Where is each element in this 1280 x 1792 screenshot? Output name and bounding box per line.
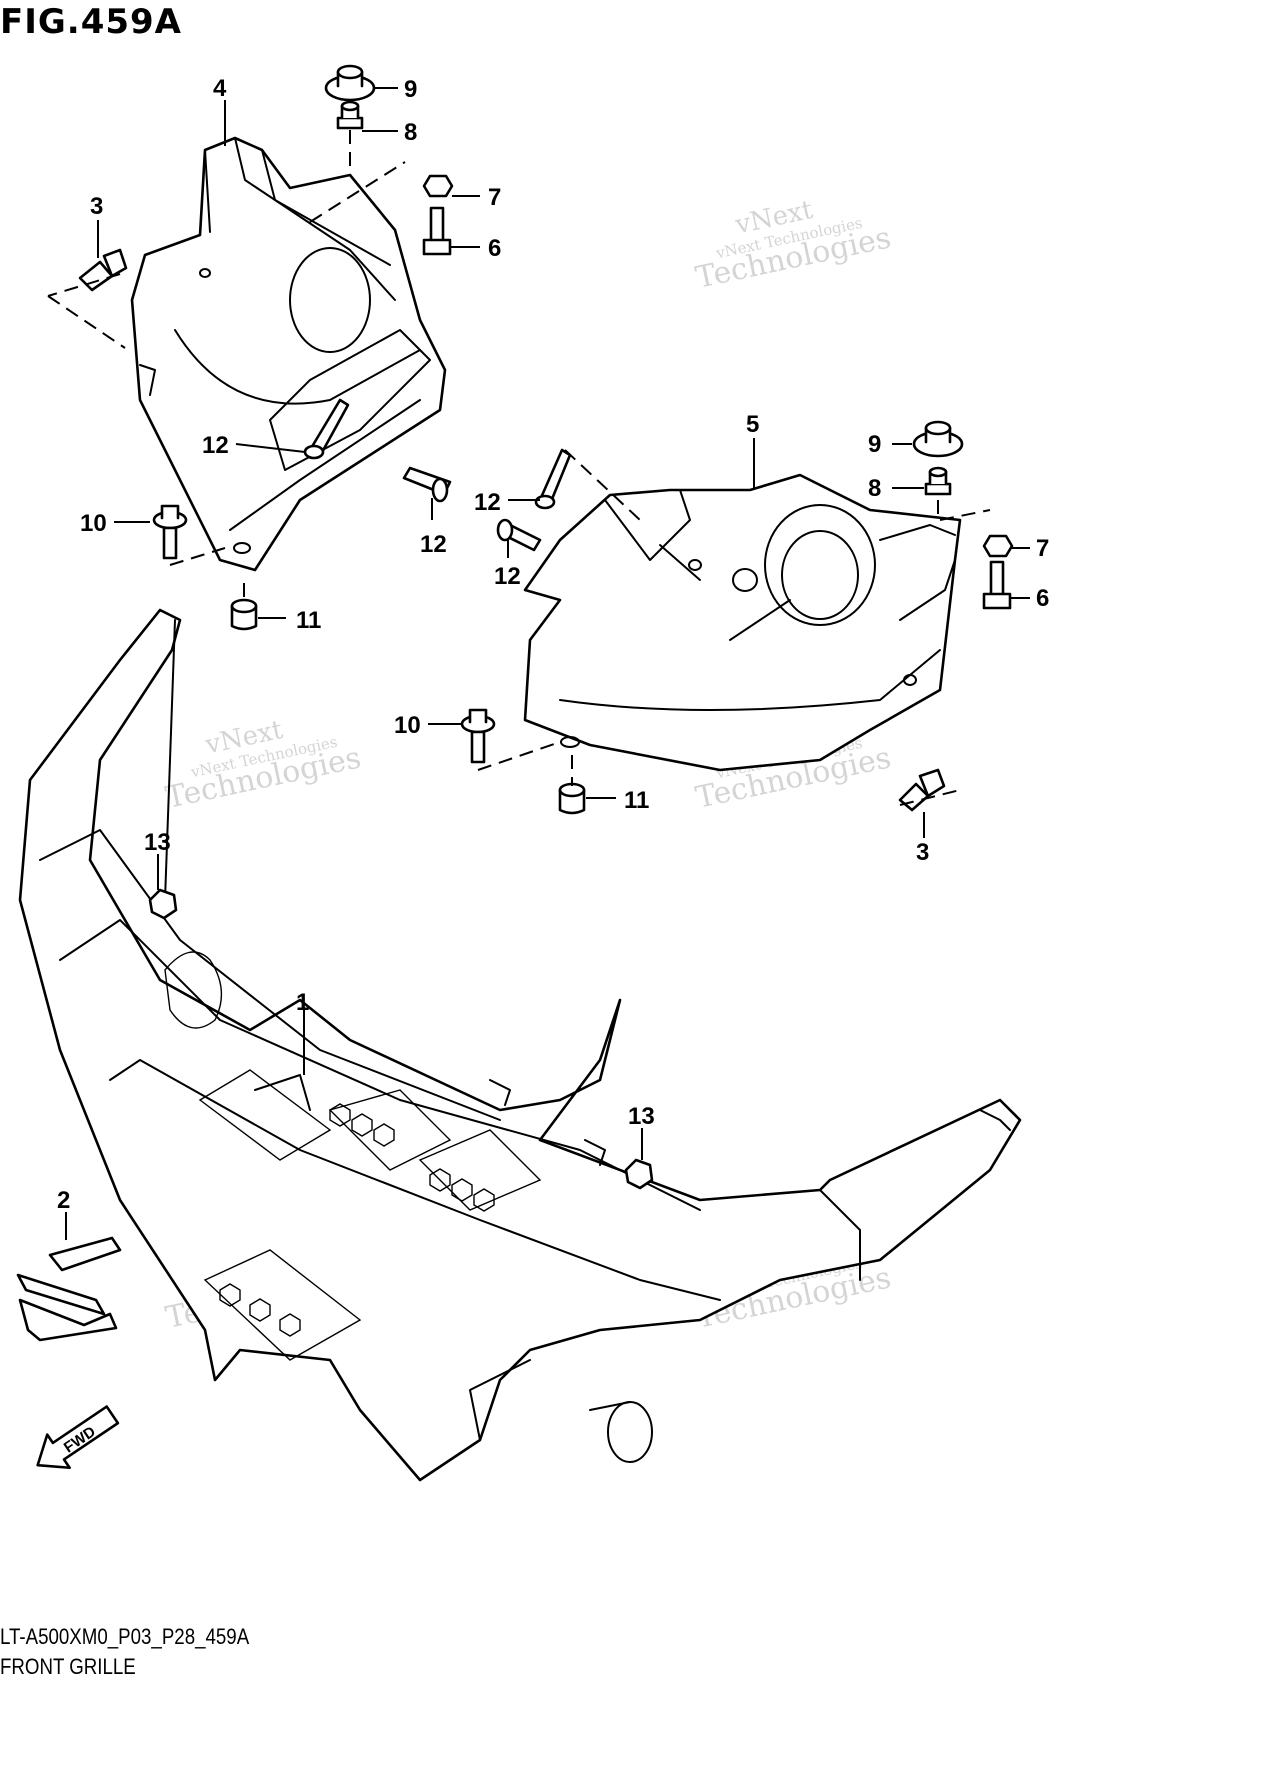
grommet-part-11-lower bbox=[558, 782, 586, 815]
screw-part-12-d bbox=[496, 518, 542, 552]
callout-7-lower: 7 bbox=[1036, 535, 1049, 562]
spacer-part-8-lower bbox=[924, 466, 952, 496]
screw-part-12-c bbox=[534, 448, 572, 510]
nut-part-7-lower bbox=[982, 534, 1014, 558]
callout-9-upper: 9 bbox=[404, 76, 417, 103]
fwd-direction-arrow: FWD bbox=[36, 1405, 120, 1470]
callout-12-c: 12 bbox=[474, 489, 501, 516]
figure-title: FIG.459A bbox=[0, 2, 182, 42]
callout-8-upper: 8 bbox=[404, 119, 417, 146]
callout-5: 5 bbox=[746, 411, 759, 438]
callout-12-d: 12 bbox=[494, 563, 521, 590]
callout-12-a: 12 bbox=[202, 432, 229, 459]
bolt-part-6-upper bbox=[422, 206, 452, 256]
callout-13-upper: 13 bbox=[144, 829, 171, 856]
callout-9-lower: 9 bbox=[868, 431, 881, 458]
watermark-top-right: vNext Technologies vNext Technologies bbox=[693, 195, 894, 296]
callout-1: 1 bbox=[296, 989, 309, 1016]
callout-4: 4 bbox=[213, 75, 227, 102]
bolt-part-6-lower bbox=[982, 560, 1012, 610]
nut-part-7-upper bbox=[422, 174, 454, 198]
suzuki-emblem-part-2 bbox=[16, 1236, 122, 1342]
callout-2: 2 bbox=[57, 1187, 70, 1214]
clip-part-3-lower bbox=[898, 768, 946, 812]
assembly-lines bbox=[47, 130, 991, 806]
bracket-left-part-4 bbox=[130, 136, 447, 572]
spacer-part-8-upper bbox=[336, 100, 364, 130]
honeycomb-mesh bbox=[219, 1103, 495, 1337]
callout-13-lower: 13 bbox=[628, 1103, 655, 1130]
screw-part-12-a bbox=[303, 398, 350, 460]
callout-10-lower: 10 bbox=[394, 712, 421, 739]
front-grille-part-1 bbox=[18, 608, 1022, 1482]
bracket-right-part-5 bbox=[523, 473, 962, 772]
leader-lines bbox=[65, 87, 1030, 1240]
nut-part-9-upper bbox=[324, 64, 376, 102]
nut-part-13-lower bbox=[624, 1158, 654, 1190]
callout-numbers: 1 2 3 3 4 5 6 6 7 7 8 8 9 9 10 10 11 11 … bbox=[57, 75, 1049, 1214]
callout-8-lower: 8 bbox=[868, 475, 881, 502]
diagram-name: FRONT GRILLE bbox=[0, 1654, 136, 1679]
callout-11-lower: 11 bbox=[624, 787, 649, 814]
callout-6-lower: 6 bbox=[1036, 585, 1049, 612]
bolt-part-10-upper bbox=[152, 504, 188, 560]
callout-3-lower: 3 bbox=[916, 839, 929, 866]
callout-7-upper: 7 bbox=[488, 184, 501, 211]
nut-part-9-lower bbox=[912, 420, 964, 458]
watermark-mid-left: vNext Technologies vNext Technologies bbox=[163, 715, 364, 816]
callout-11-upper: 11 bbox=[296, 607, 321, 634]
callout-12-b: 12 bbox=[420, 531, 447, 558]
screw-part-12-b bbox=[402, 466, 452, 503]
callout-10-upper: 10 bbox=[80, 510, 107, 537]
bolt-part-10-lower bbox=[460, 708, 496, 764]
nut-part-13-upper bbox=[148, 888, 178, 920]
callout-6-upper: 6 bbox=[488, 235, 501, 262]
diagram-code: LT-A500XM0_P03_P28_459A bbox=[0, 1624, 250, 1649]
callout-3-upper: 3 bbox=[90, 193, 103, 220]
grommet-part-11-upper bbox=[230, 598, 258, 631]
